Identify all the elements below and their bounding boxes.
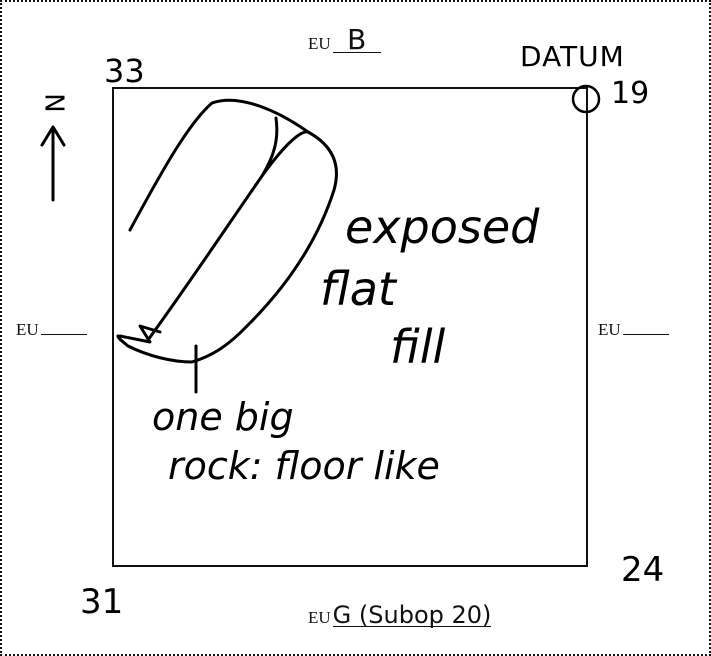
north-arrow-icon	[40, 125, 66, 202]
north-arrow-label: N	[38, 93, 69, 113]
note-exposed: exposed	[345, 200, 540, 254]
corner-nw: 33	[104, 52, 145, 90]
note-flat: flat	[320, 262, 396, 316]
eu-prefix-east: EU	[598, 320, 621, 339]
eu-prefix-west: EU	[16, 320, 39, 339]
eu-label-south: EUG (Subop 20)	[308, 601, 492, 629]
eu-label-east: EU	[598, 320, 669, 340]
rock-outline	[116, 98, 338, 394]
eu-value-north: B	[332, 26, 381, 54]
corner-se: 24	[621, 550, 665, 590]
note-fill: fill	[390, 320, 446, 374]
note-rock-floor-like: rock: floor like	[168, 444, 440, 488]
unit-square	[112, 87, 588, 567]
eu-prefix-north: EU	[308, 34, 331, 53]
eu-value-west	[40, 334, 87, 335]
eu-value-south: G (Subop 20)	[332, 601, 492, 629]
datum-label: DATUM	[520, 40, 625, 73]
datum-circle	[571, 84, 601, 114]
corner-ne: 19	[611, 76, 650, 111]
eu-prefix-south: EU	[308, 608, 331, 627]
eu-value-east	[622, 334, 669, 335]
eu-label-west: EU	[16, 320, 87, 340]
note-one-big: one big	[152, 395, 294, 439]
corner-sw: 31	[80, 582, 124, 622]
